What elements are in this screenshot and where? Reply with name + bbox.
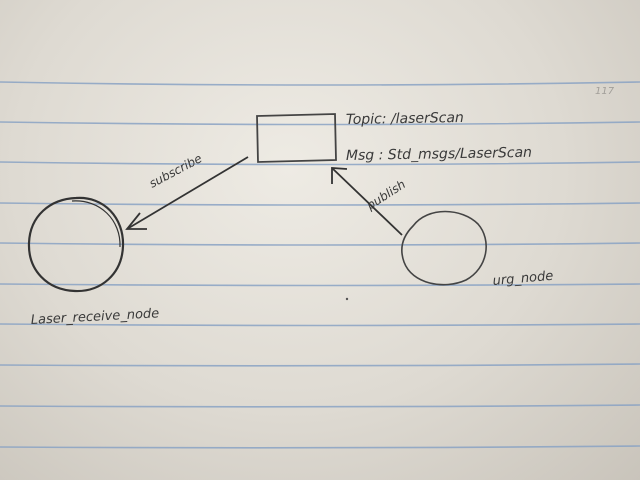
laser-receive-node-circle-overstroke [71, 200, 121, 248]
publish-arrow-head [331, 167, 348, 184]
laser-receive-node-label: Laser_receive_node [30, 306, 159, 328]
ruled-line [0, 323, 640, 327]
urg-node-blob [401, 210, 487, 286]
ruled-lines [0, 81, 640, 449]
ruled-line [0, 445, 640, 449]
ruled-line [0, 242, 640, 246]
msg-type-label: Msg : Std_msgs/LaserScan [346, 145, 532, 164]
ruled-line [0, 283, 640, 287]
topic-box [256, 113, 337, 163]
ruled-line [0, 121, 640, 126]
subscribe-arrow [125, 156, 249, 230]
ruled-line [0, 363, 640, 367]
publish-arrow [331, 167, 403, 236]
publish-label: publish [363, 177, 408, 213]
corner-mark: 117 [595, 86, 615, 97]
subscribe-arrow-shaft [126, 156, 249, 230]
ruled-line [0, 202, 640, 206]
subscribe-label: subscribe [147, 151, 204, 190]
topic-label: Topic: /laserScan [346, 110, 464, 128]
pencil-dot [345, 297, 349, 301]
ruled-line [0, 404, 640, 408]
laser-receive-node-circle [27, 196, 125, 293]
publish-arrow-shaft [331, 167, 403, 236]
subscribe-arrow-head [125, 212, 147, 230]
ruled-line [0, 81, 640, 86]
urg-node-label: urg_node [492, 269, 554, 289]
ruled-line [0, 161, 640, 166]
